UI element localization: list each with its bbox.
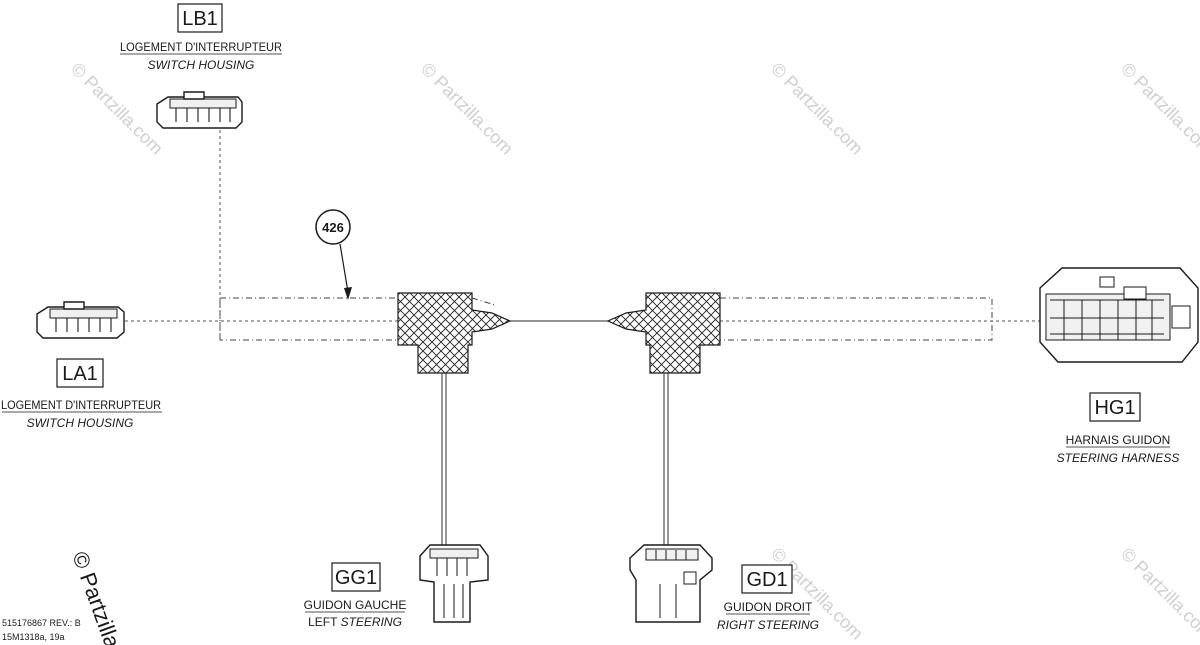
label-en-la1: SWITCH HOUSING [27, 416, 134, 430]
watermark-4: © Partzilla.com [1117, 59, 1200, 159]
connector-hg1-icon [1039, 267, 1199, 363]
label-fr-gd1: GUIDON DROIT [724, 600, 813, 614]
watermark-6: © Partzilla.com [1117, 544, 1200, 644]
tag-code-gg1: GG1 [335, 567, 377, 589]
label-fr-lb1: LOGEMENT D'INTERRUPTEUR [120, 40, 282, 54]
label-fr-gg1: GUIDON GAUCHE [304, 598, 407, 612]
tag-box-gd1 [741, 564, 793, 594]
tag-code-gd1: GD1 [746, 569, 787, 591]
tag-code-la1: LA1 [62, 363, 98, 385]
callout-arrowhead [344, 287, 352, 300]
tag-code-lb1: LB1 [182, 8, 218, 30]
connector-lb1-icon [156, 91, 243, 129]
label-en-hg1: STEERING HARNESS [1057, 451, 1180, 465]
label-en-gd1: RIGHT STEERING [717, 618, 819, 632]
watermark-corner: © Partzilla [67, 548, 125, 645]
tag-box-gg1 [331, 562, 381, 592]
junction-left [397, 292, 512, 374]
footer-drawing-ref: 15M1318a, 19a [2, 632, 65, 642]
tag-box-lb1 [177, 3, 223, 33]
connector-gd1-icon [629, 544, 713, 623]
footer-part-number: 515176867 REV.: B [2, 618, 81, 628]
tag-box-la1 [56, 358, 104, 388]
connector-la1-icon [36, 301, 125, 339]
junction-right [606, 292, 721, 374]
watermark-1: © Partzilla.com [67, 59, 167, 159]
tag-code-hg1: HG1 [1094, 397, 1135, 419]
callout-leader [339, 243, 349, 293]
label-fr-la1: LOGEMENT D'INTERRUPTEUR [1, 398, 161, 412]
label-en-lb1: SWITCH HOUSING [148, 58, 255, 72]
label-fr-hg1: HARNAIS GUIDON [1066, 433, 1171, 447]
watermark-3: © Partzilla.com [767, 59, 867, 159]
callout-circle [315, 209, 351, 245]
harness-outline-right [720, 297, 993, 341]
label-en-gg1: LEFT STEERING [308, 615, 402, 629]
connector-gg1-icon [419, 544, 489, 623]
watermark-2: © Partzilla.com [417, 59, 517, 159]
tag-box-hg1 [1089, 392, 1141, 422]
callout-number: 426 [322, 220, 344, 235]
